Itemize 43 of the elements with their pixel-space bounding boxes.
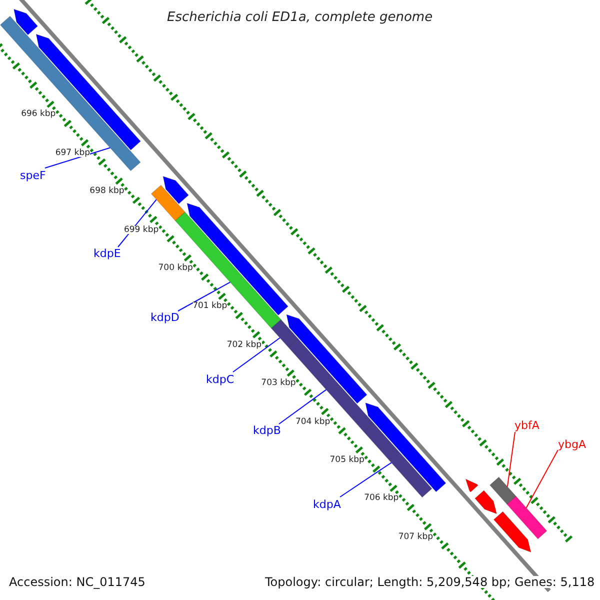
leader-line: [278, 389, 327, 424]
gene-bar: [0, 16, 141, 172]
gene-label: kdpC: [206, 374, 234, 384]
gene-bar: [493, 511, 532, 553]
gene-label: kdpE: [94, 248, 121, 258]
scale-label: 698 kbp: [90, 187, 124, 196]
leader-line: [44, 147, 111, 168]
gene-bar: [489, 476, 516, 505]
title: Escherichia coli ED1a, complete genome: [167, 11, 433, 24]
scale-label: 701 kbp: [192, 302, 228, 311]
leader-line: [232, 337, 280, 372]
genome-summary: Topology: circular; Length: 5,209,548 bp; Genes: 5,118: [265, 576, 595, 588]
scale-label: 704 kbp: [295, 418, 330, 426]
scale-label: 706 kbp: [364, 494, 399, 503]
gene-bar: [36, 34, 141, 150]
gene-bar: [162, 176, 189, 204]
gene-label: ybgA: [558, 438, 586, 450]
scale-label: 696 kbp: [21, 110, 56, 119]
gene-bar: [14, 8, 38, 36]
gene-bar: [465, 478, 478, 492]
scale-label: 700 kbp: [158, 264, 193, 273]
scale-label: 697 kbp: [55, 148, 90, 158]
gene-bar: [474, 490, 498, 514]
gene-label: kdpB: [253, 424, 281, 436]
scale-label: 699 kbp: [124, 226, 159, 234]
gene-bar: [506, 496, 548, 540]
leader-line: [118, 199, 157, 248]
scale-label: 703 kbp: [261, 379, 296, 388]
accession-text: Accession: NC_011745: [9, 576, 146, 588]
gene-label: ybfA: [514, 420, 540, 430]
scale-label: 702 kbp: [226, 340, 262, 350]
scale-label: 707 kbp: [398, 532, 433, 542]
gene-label: kdpA: [313, 498, 341, 510]
leader-line: [526, 450, 558, 508]
scale-label: 705 kbp: [330, 456, 364, 465]
leader-line: [340, 462, 392, 498]
gene-bar: [270, 319, 299, 348]
leader-line: [178, 282, 231, 312]
gene-label: kdpD: [150, 312, 180, 322]
gene-bar: [365, 402, 446, 492]
gene-bar: [150, 184, 186, 222]
leader-line: [506, 432, 516, 488]
gene-label: speF: [20, 170, 46, 180]
